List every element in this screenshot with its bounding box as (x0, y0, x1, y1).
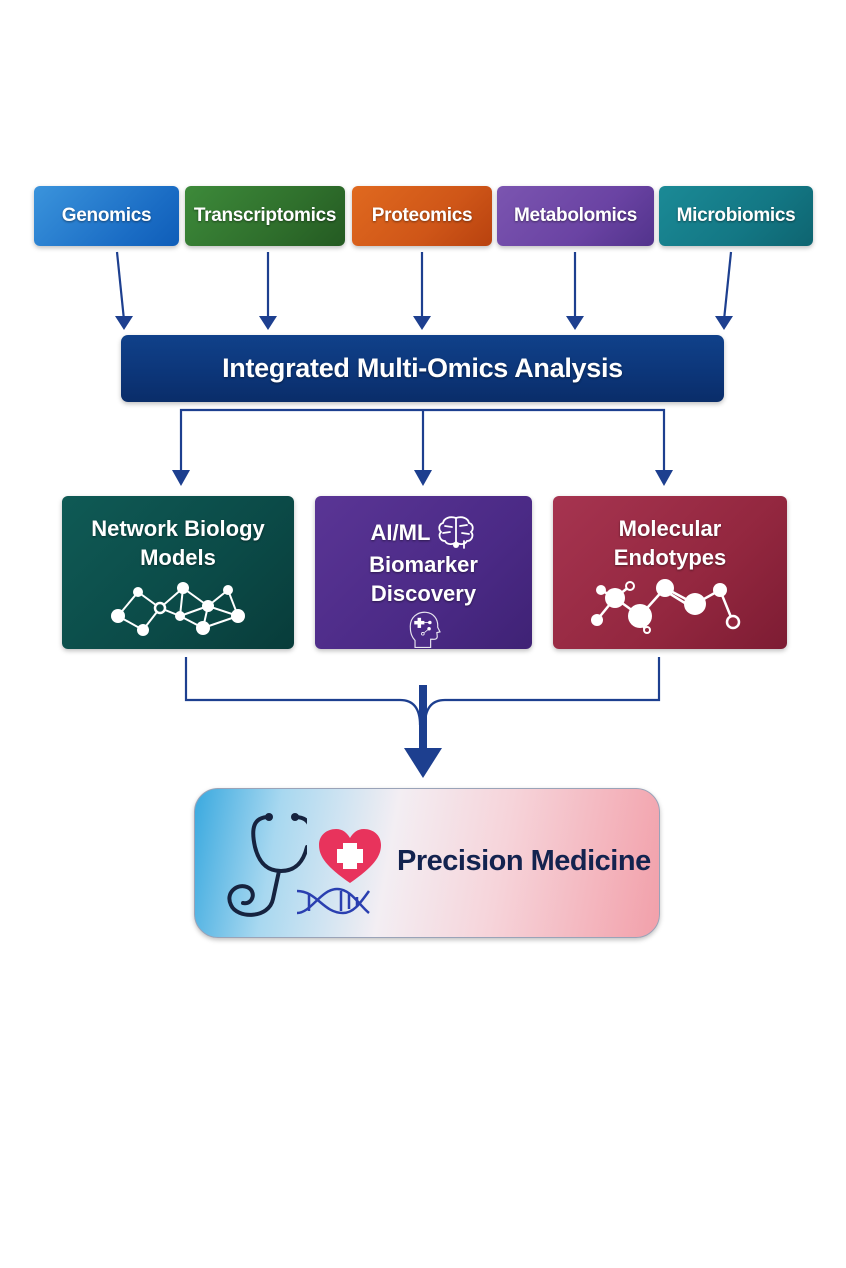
heart-with-cross-icon (319, 829, 381, 883)
integrated-analysis-label: Integrated Multi-Omics Analysis (222, 353, 623, 383)
endotypes-title: Molecular Endotypes (614, 514, 726, 572)
arrowhead (115, 316, 133, 330)
arrow-microbiomics (722, 251, 733, 321)
arrowhead (259, 316, 277, 330)
proteomics-label: Proteomics (371, 205, 473, 226)
stethoscope-icon (227, 813, 307, 917)
network-biology-box: Network Biology Models (62, 496, 294, 649)
network-biology-title: Network Biology Models (91, 514, 265, 572)
endotypes-line1: Molecular (618, 516, 722, 541)
transcriptomics-label: Transcriptomics (193, 205, 337, 226)
arrowhead (414, 470, 432, 486)
arrowhead-main (404, 748, 442, 778)
molecular-endotypes-box: Molecular Endotypes (553, 496, 787, 649)
brain-icon (438, 516, 475, 549)
aiml-line1: AI/ML (370, 519, 431, 545)
precision-medicine-label: Precision Medicine (397, 845, 651, 877)
arrowhead (655, 470, 673, 486)
precision-medicine-box: Precision Medicine (194, 788, 660, 938)
genomics-box: Genomics (34, 186, 179, 246)
metabolomics-label: Metabolomics (513, 205, 638, 226)
network-biology-line2: Models (140, 545, 216, 570)
arrow-genomics (115, 251, 126, 321)
arrow-merge-left (184, 657, 422, 726)
genomics-label: Genomics (61, 205, 152, 226)
arrowhead (413, 316, 431, 330)
aiml-biomarker-box: AI/ML Biomarker Discovery (315, 496, 532, 649)
microbiomics-label: Microbiomics (676, 205, 796, 226)
metabolomics-box: Metabolomics (497, 186, 654, 246)
network-graph-icon (111, 582, 245, 636)
dna-icon (296, 887, 371, 915)
arrowhead (566, 316, 584, 330)
aiml-title: AI/ML Biomarker Discovery (315, 514, 532, 608)
arrowhead (715, 316, 733, 330)
transcriptomics-box: Transcriptomics (185, 186, 345, 246)
network-biology-line1: Network Biology (91, 516, 265, 541)
molecule-icon (591, 579, 741, 634)
arrow-merge-right (423, 657, 661, 726)
head-with-medical-cross-icon (409, 611, 441, 649)
arrowhead (172, 470, 190, 486)
endotypes-line2: Endotypes (613, 545, 727, 570)
aiml-line1-row: AI/ML (315, 514, 532, 550)
proteomics-box: Proteomics (352, 186, 492, 246)
aiml-line2: Biomarker Discovery (369, 552, 478, 606)
integrated-analysis-box: Integrated Multi-Omics Analysis (121, 335, 724, 402)
microbiomics-box: Microbiomics (659, 186, 813, 246)
merge-stem (419, 685, 427, 750)
arrow-split (179, 408, 666, 478)
